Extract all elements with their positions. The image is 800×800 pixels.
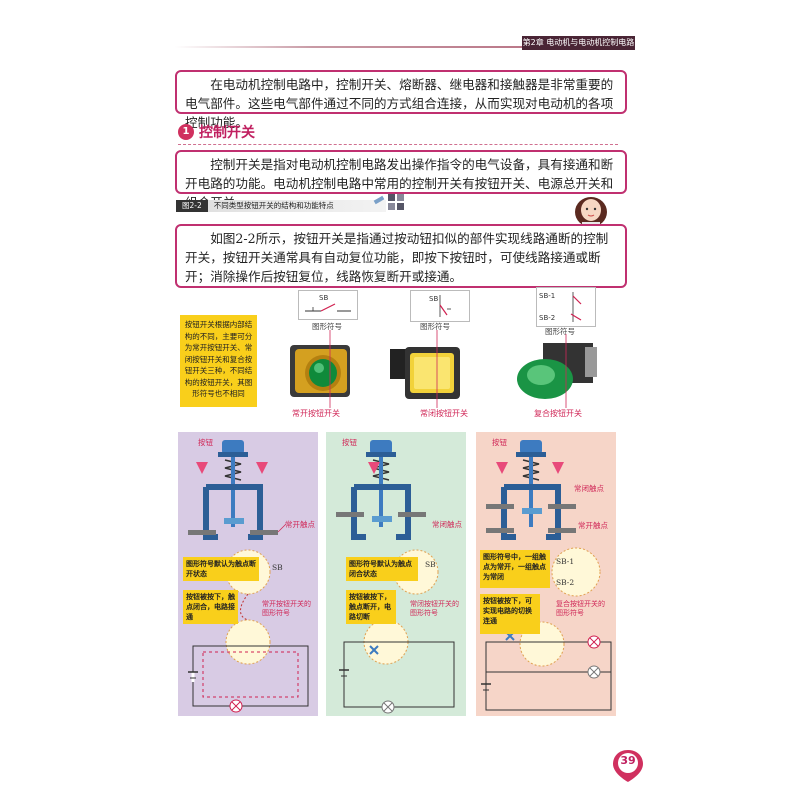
panel1-callout-top: 图形符号默认为触点断开状态 [183, 557, 259, 581]
section-number: 1 [178, 124, 194, 140]
section-title: 控制开关 [199, 125, 255, 141]
symbol-label-2: 图形符号 [420, 322, 450, 331]
panel3-sb1-label: SB-1 [556, 557, 575, 566]
panel1-callout-bottom: 按钮被按下，触点闭合，电路接通 [183, 590, 238, 624]
compound-button-photo [517, 343, 597, 399]
button-types-note: 按钮开关根据内部结构的不同，主要可分为常开按钮开关、常闭按钮开关和复合按钮开关三… [180, 315, 257, 407]
panel3-contact-label-bottom: 常开触点 [578, 521, 608, 530]
symbol-sb2-text: SB-2 [539, 314, 555, 322]
figure-number: 图2-2 [176, 200, 208, 212]
panel1-contact-label: 常开触点 [285, 520, 315, 529]
page-number-badge: 39 [610, 748, 646, 784]
chapter-tag: 第2章 电动机与电动机控制电路 [522, 36, 635, 50]
product-label-normally-open: 常开按钮开关 [292, 409, 340, 418]
panel2-symbol-caption: 常闭按钮开关的图形符号 [410, 600, 459, 617]
panel2-contact-label: 常闭触点 [432, 520, 462, 529]
panel3-contact-label-top: 常闭触点 [574, 484, 604, 493]
symbol-sb-text-2: SB [429, 295, 438, 303]
panel2-button-label: 按钮 [342, 438, 357, 447]
symbol-sb1-text: SB-1 [539, 292, 555, 300]
panel2-sb-label: SB [425, 560, 436, 569]
nc-closed-symbol-box: SB [410, 290, 470, 322]
header-rule [175, 46, 635, 48]
button-switch-paragraph: 如图2-2所示，按钮开关是指通过按动钮扣似的部件实现线路通断的控制开关，按钮开关… [175, 224, 627, 288]
intro-paragraph: 在电动机控制电路中，控制开关、熔断器、继电器和接触器是非常重要的电气部件。这些电… [175, 70, 627, 130]
control-switch-paragraph: 控制开关是指对电动机控制电路发出操作指令的电气设备，具有接通和断开电路的功能。电… [175, 150, 627, 210]
figure-caption: 不同类型按钮开关的结构和功能特点 [213, 201, 334, 210]
panel2-callout-top: 图形符号默认为触点闭合状态 [346, 557, 418, 581]
panel3-symbol-caption: 复合按钮开关的图形符号 [556, 600, 605, 617]
page-number: 39 [620, 754, 636, 767]
product-label-normally-closed: 常闭按钮开关 [420, 409, 468, 418]
panel1-button-label: 按钮 [198, 438, 213, 447]
product-label-compound: 复合按钮开关 [534, 409, 582, 418]
symbol-label-3: 图形符号 [545, 327, 575, 336]
figure-caption-bar: 图2-2 不同类型按钮开关的结构和功能特点 [176, 200, 386, 212]
product-leader-lines [329, 330, 567, 408]
panel2-callout-bottom: 按钮被按下，触点断开，电路切断 [346, 590, 396, 624]
normally-open-structure-diagram [188, 440, 309, 713]
panel3-sb2-label: SB-2 [556, 578, 575, 587]
panel1-symbol-caption: 常开按钮开关的图形符号 [262, 600, 311, 617]
panel3-callout-bottom: 按钮被按下，可实现电路的切换连通 [480, 594, 540, 634]
panel3-callout-top: 图形符号中，一组触点为常开，一组触点为常闭 [480, 550, 550, 588]
panel3-button-label: 按钮 [492, 438, 507, 447]
section-divider [178, 144, 618, 146]
panel1-sb-label: SB [272, 563, 283, 572]
symbol-label-1: 图形符号 [312, 322, 342, 331]
tools-icon [373, 194, 404, 210]
normally-closed-button-photo [390, 347, 460, 399]
symbol-sb-text: SB [319, 294, 328, 302]
compound-symbol-box: SB-1 SB-2 [536, 287, 596, 327]
nc-open-symbol-box: SB [298, 290, 358, 320]
section-heading: 1 控制开关 [178, 122, 255, 142]
